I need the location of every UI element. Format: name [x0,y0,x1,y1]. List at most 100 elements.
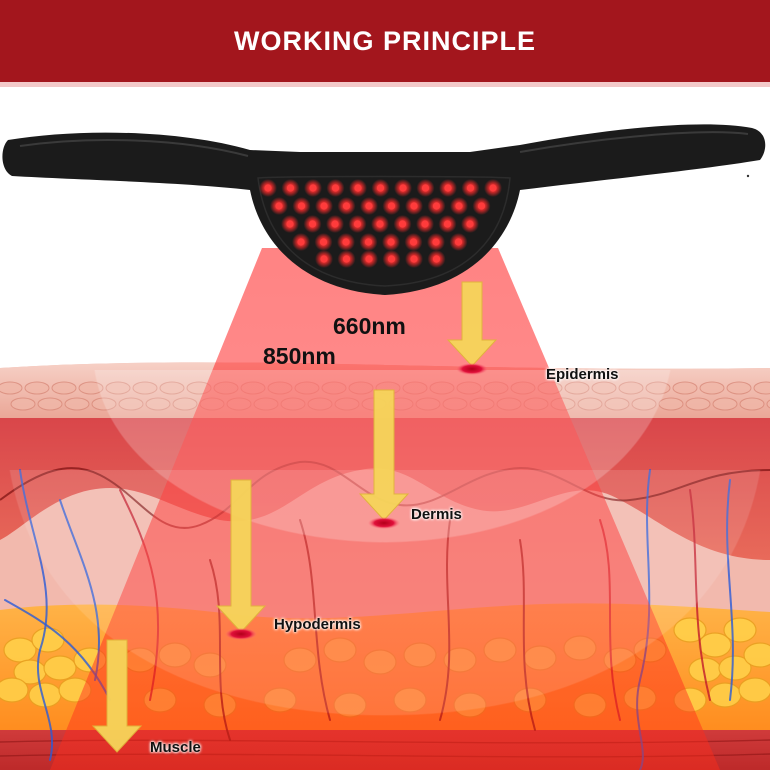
led-light [331,220,339,228]
led-light [399,184,407,192]
epidermis-cell [145,397,171,411]
layer-label-muscle: Muscle [150,739,201,756]
led-light [387,238,395,246]
fat-cell [43,655,77,681]
led-light [466,220,474,228]
epidermis-cell [172,397,198,411]
led-light [376,220,384,228]
epidermis-cell [10,397,36,411]
led-light [376,184,385,192]
epidermis-cell [726,381,752,395]
epidermis-cell [91,397,117,411]
epidermis-cell [631,397,657,411]
fat-cell [743,642,770,668]
led-light [286,220,294,228]
epidermis-cell [64,397,90,411]
hypodermis-target-spot [225,628,257,640]
led-light [319,238,328,246]
epidermis-cell [672,381,698,395]
epidermis-cell [685,397,711,411]
dermis-target-spot [368,517,400,529]
led-light [466,184,475,192]
arrow-hypodermis [215,479,267,633]
banner-underline [0,82,770,87]
fat-cell [718,655,752,681]
led-light [309,184,317,192]
epidermis-cell [159,381,185,395]
page-title: WORKING PRINCIPLE [233,26,536,56]
led-light [410,202,418,210]
led-light [297,238,305,246]
led-light [489,184,497,192]
led-light [342,202,351,210]
epidermis-cell [591,381,617,395]
led-light [421,220,429,228]
epidermis-cell [645,381,671,395]
epidermis-cell [699,381,725,395]
epidermis-cell [766,397,770,411]
blood-vessel [689,489,711,701]
led-light [297,202,306,210]
led-light [342,238,350,246]
arrow-muscle [91,639,143,753]
led-light [454,238,463,246]
fat-cell [723,617,757,643]
title-banner [0,0,770,82]
layer-label-dermis: Dermis [411,506,462,523]
led-array [259,179,502,268]
layer-label-epidermis: Epidermis [546,366,619,383]
fat-cell [698,632,732,658]
led-light [275,202,283,210]
led-light [365,255,373,263]
led-light [286,184,295,192]
led-light [331,184,340,192]
led-light [387,255,396,263]
epidermis-cell [618,381,644,395]
blood-vessel [726,479,734,701]
fat-cell [3,637,37,663]
epidermis-target-spot [456,363,488,375]
epidermis-cell [78,381,104,395]
epidermis-cell [712,397,738,411]
led-light [398,220,407,228]
led-light [365,202,373,210]
led-light [421,184,430,192]
led-light [264,184,272,192]
epidermis-cell [739,397,765,411]
led-light [354,184,362,192]
arrow-epidermis [446,281,498,367]
led-light [432,238,440,246]
led-light [353,220,362,228]
epidermis-cell [658,397,684,411]
led-light [432,202,441,210]
epidermis-cell [753,381,770,395]
wavelength-label-850: 850nm [263,343,336,369]
led-light [444,184,452,192]
arrow-dermis [358,389,410,521]
epidermis-cell [51,381,77,395]
epidermis-cell [0,381,23,395]
penetration-arc-850 [9,469,761,716]
epidermis-cell [105,381,131,395]
wavelength-label-660: 660nm [333,313,406,339]
fat-cell [0,677,29,703]
epidermis-cell [37,397,63,411]
blood-vessel [19,469,54,761]
led-light [477,202,486,210]
layer-label-hypodermis: Hypodermis [274,616,361,633]
epidermis-cell [577,397,603,411]
epidermis-cell [118,397,144,411]
led-light [409,238,418,246]
led-light [320,202,328,210]
led-light [364,238,373,246]
led-light [342,255,351,263]
led-light [308,220,317,228]
penetration-arrows [91,281,498,753]
fat-cell [708,682,742,708]
led-light [320,255,328,263]
epidermis-cell [132,381,158,395]
led-light [387,202,396,210]
epidermis-cell [604,397,630,411]
epidermis-cell [564,381,590,395]
fat-cell [738,677,770,703]
